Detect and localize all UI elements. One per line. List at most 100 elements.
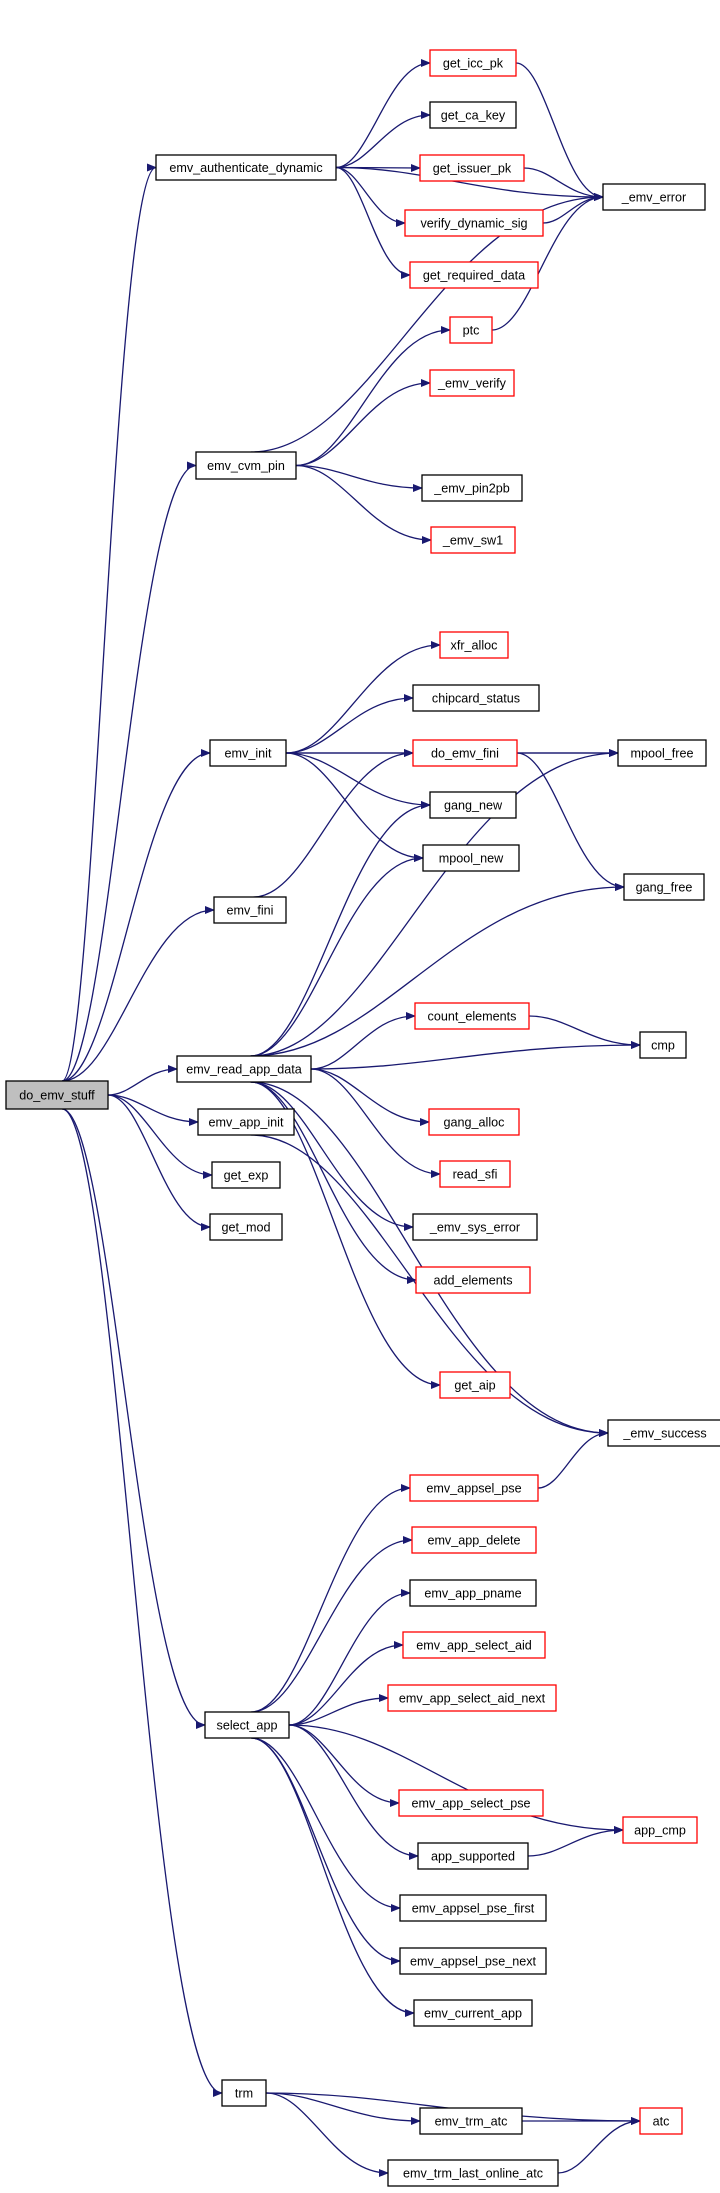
node-box	[622, 1816, 698, 1844]
node-label: emv_app_select_aid	[416, 1639, 532, 1653]
node-emv_cvm_pin[interactable]: emv_cvm_pin	[195, 451, 297, 480]
node-emv_app_delete[interactable]: emv_app_delete	[411, 1526, 537, 1554]
node-_emv_verify[interactable]: _emv_verify	[429, 369, 515, 397]
node-emv_app_select_aid[interactable]: emv_app_select_aid	[402, 1631, 546, 1659]
node-label: get_mod	[221, 1221, 270, 1235]
node-emv_app_pname[interactable]: emv_app_pname	[409, 1579, 537, 1607]
node-get_icc_pk[interactable]: get_icc_pk	[429, 49, 517, 77]
node-_emv_sw1[interactable]: _emv_sw1	[430, 526, 516, 554]
node-box	[211, 1161, 281, 1189]
node-select_app[interactable]: select_app	[204, 1711, 290, 1739]
node-get_ca_key[interactable]: get_ca_key	[429, 101, 517, 129]
node-get_required_data[interactable]: get_required_data	[409, 261, 539, 289]
node-label: emv_authenticate_dynamic	[169, 161, 322, 175]
edge-emv_authenticate_dynamic-to-get_ca_key	[335, 111, 431, 169]
node-mpool_new[interactable]: mpool_new	[422, 844, 520, 872]
node-emv_read_app_data[interactable]: emv_read_app_data	[176, 1055, 312, 1083]
node-emv_current_app[interactable]: emv_current_app	[413, 1999, 533, 2027]
node-do_emv_fini[interactable]: do_emv_fini	[412, 739, 518, 767]
node-box	[197, 1108, 295, 1136]
edge-do_emv_stuff-to-emv_fini	[62, 906, 215, 1082]
node-box	[412, 739, 518, 767]
node-_emv_error[interactable]: _emv_error	[602, 183, 706, 211]
node-box	[404, 209, 544, 237]
node-box	[176, 1055, 312, 1083]
node-box	[209, 739, 287, 767]
edge-emv_read_app_data-to-cmp	[310, 1041, 641, 1070]
node-verify_dynamic_sig[interactable]: verify_dynamic_sig	[404, 209, 544, 237]
node-emv_init[interactable]: emv_init	[209, 739, 287, 767]
node-mpool_free[interactable]: mpool_free	[617, 739, 707, 767]
node-emv_trm_atc[interactable]: emv_trm_atc	[419, 2107, 523, 2135]
node-atc[interactable]: atc	[639, 2107, 683, 2135]
node-label: _emv_verify	[437, 377, 507, 391]
edge-emv_read_app_data-to-gang_alloc	[310, 1068, 430, 1126]
node-box	[623, 873, 705, 901]
node-box	[428, 1108, 520, 1136]
node-label: _emv_sys_error	[429, 1221, 520, 1235]
node-label: emv_init	[225, 747, 272, 761]
edge-emv_cvm_pin-to-_emv_verify	[295, 379, 431, 467]
node-get_aip[interactable]: get_aip	[439, 1371, 511, 1399]
node-emv_fini[interactable]: emv_fini	[213, 896, 287, 924]
node-label: read_sfi	[453, 1168, 498, 1182]
node-label: get_exp	[224, 1169, 269, 1183]
node-add_elements[interactable]: add_elements	[415, 1266, 531, 1294]
node-do_emv_stuff[interactable]: do_emv_stuff	[5, 1080, 109, 1110]
node-label: verify_dynamic_sig	[420, 217, 527, 231]
node-box	[419, 154, 525, 182]
node-emv_app_select_aid_next[interactable]: emv_app_select_aid_next	[387, 1684, 557, 1712]
edge-emv_appsel_pse-to-_emv_success	[537, 1429, 609, 1489]
edge-emv_cvm_pin-to-_emv_pin2pb	[295, 464, 423, 492]
node-label: get_ca_key	[441, 109, 506, 123]
edge-emv_read_app_data-to-_emv_sys_error	[250, 1081, 414, 1231]
node-label: emv_cvm_pin	[207, 459, 285, 473]
node-read_sfi[interactable]: read_sfi	[439, 1160, 511, 1188]
node-emv_app_select_pse[interactable]: emv_app_select_pse	[398, 1789, 544, 1817]
edge-do_emv_stuff-to-get_mod	[107, 1094, 211, 1231]
node-chipcard_status[interactable]: chipcard_status	[412, 684, 540, 712]
node-xfr_alloc[interactable]: xfr_alloc	[439, 631, 509, 659]
node-box	[387, 2159, 559, 2187]
node-app_cmp[interactable]: app_cmp	[622, 1816, 698, 1844]
edge-emv_init-to-gang_new	[285, 752, 431, 809]
edge-select_app-to-emv_app_delete	[251, 1536, 413, 1713]
node-emv_appsel_pse[interactable]: emv_appsel_pse	[409, 1474, 539, 1502]
node-emv_appsel_pse_first[interactable]: emv_appsel_pse_first	[399, 1894, 547, 1922]
node-ptc[interactable]: ptc	[449, 316, 493, 344]
node-label: emv_trm_last_online_atc	[403, 2167, 543, 2181]
edge-do_emv_stuff-to-emv_cvm_pin	[61, 461, 197, 1082]
node-gang_new[interactable]: gang_new	[429, 791, 517, 819]
node-_emv_sys_error[interactable]: _emv_sys_error	[412, 1213, 538, 1241]
node-cmp[interactable]: cmp	[639, 1031, 687, 1059]
node-_emv_pin2pb[interactable]: _emv_pin2pb	[421, 474, 523, 502]
node-emv_appsel_pse_next[interactable]: emv_appsel_pse_next	[399, 1947, 547, 1975]
edge-trm-to-atc	[265, 2092, 641, 2125]
node-emv_trm_last_online_atc[interactable]: emv_trm_last_online_atc	[387, 2159, 559, 2187]
nodes-layer: do_emv_stuff emv_authenticate_dynamic get_…	[5, 49, 720, 2187]
node-gang_free[interactable]: gang_free	[623, 873, 705, 901]
edge-app_supported-to-app_cmp	[527, 1826, 624, 1857]
node-get_mod[interactable]: get_mod	[209, 1213, 283, 1241]
edge-select_app-to-emv_appsel_pse_next	[251, 1737, 401, 1965]
node-trm[interactable]: trm	[221, 2079, 267, 2107]
edge-do_emv_stuff-to-select_app	[61, 1108, 206, 1729]
node-_emv_success[interactable]: _emv_success	[607, 1419, 720, 1447]
node-emv_app_init[interactable]: emv_app_init	[197, 1108, 295, 1136]
node-box	[439, 1160, 511, 1188]
edge-emv_trm_last_online_atc-to-atc	[557, 2117, 641, 2174]
node-get_issuer_pk[interactable]: get_issuer_pk	[419, 154, 525, 182]
node-box	[421, 474, 523, 502]
edge-do_emv_stuff-to-get_exp	[107, 1094, 213, 1179]
node-app_supported[interactable]: app_supported	[417, 1842, 529, 1870]
node-label: emv_appsel_pse	[426, 1482, 521, 1496]
node-label: gang_alloc	[444, 1116, 505, 1130]
node-label: cmp	[651, 1039, 675, 1053]
node-count_elements[interactable]: count_elements	[414, 1002, 530, 1030]
node-get_exp[interactable]: get_exp	[211, 1161, 281, 1189]
node-gang_alloc[interactable]: gang_alloc	[428, 1108, 520, 1136]
edge-emv_fini-to-do_emv_fini	[253, 749, 414, 898]
edge-emv_authenticate_dynamic-to-get_icc_pk	[335, 59, 431, 169]
node-emv_authenticate_dynamic[interactable]: emv_authenticate_dynamic	[155, 154, 337, 181]
node-label: trm	[235, 2087, 253, 2101]
